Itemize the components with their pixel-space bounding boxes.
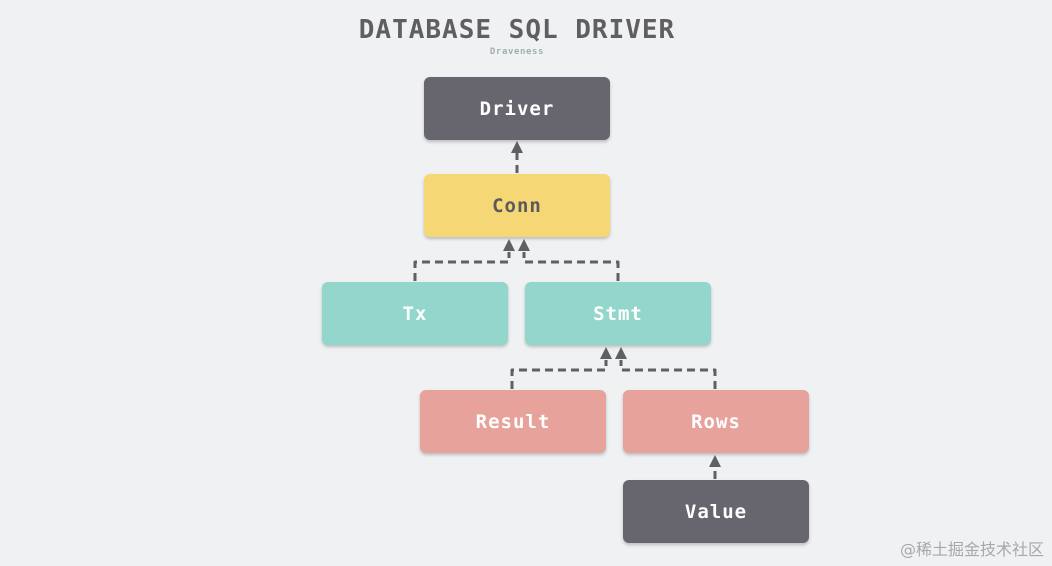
arrow-rows-to-stmt-head: [615, 347, 627, 359]
diagram-subtitle: Draveness: [489, 47, 545, 57]
watermark: @稀土掘金技术社区: [899, 540, 1044, 559]
arrow-conn-to-driver-head: [511, 141, 523, 153]
arrow-stmt-to-conn-line: [522, 252, 620, 281]
arrow-result-to-stmt-head: [600, 347, 612, 359]
arrow-rows-to-stmt-line: [619, 360, 717, 389]
node-driver: Driver: [424, 77, 610, 140]
node-stmt: Stmt: [525, 282, 711, 345]
node-value-label: Value: [684, 500, 748, 523]
node-tx: Tx: [322, 282, 508, 345]
node-stmt-label: Stmt: [593, 302, 643, 325]
node-rows-label: Rows: [691, 410, 741, 433]
node-result-label: Result: [475, 410, 551, 433]
node-conn-label: Conn: [492, 194, 542, 217]
node-rows: Rows: [623, 390, 809, 453]
node-tx-label: Tx: [402, 302, 428, 325]
arrow-tx-to-conn-line: [413, 252, 511, 281]
arrow-stmt-to-conn-head: [518, 239, 530, 251]
node-driver-label: Driver: [479, 97, 555, 120]
node-conn: Conn: [424, 174, 610, 237]
arrow-tx-to-conn-head: [503, 239, 515, 251]
node-result: Result: [420, 390, 606, 453]
node-value: Value: [623, 480, 809, 543]
arrow-result-to-stmt-line: [510, 360, 608, 389]
diagram-title: DATABASE SQL DRIVER: [358, 15, 676, 45]
arrow-value-to-rows-head: [709, 455, 721, 467]
